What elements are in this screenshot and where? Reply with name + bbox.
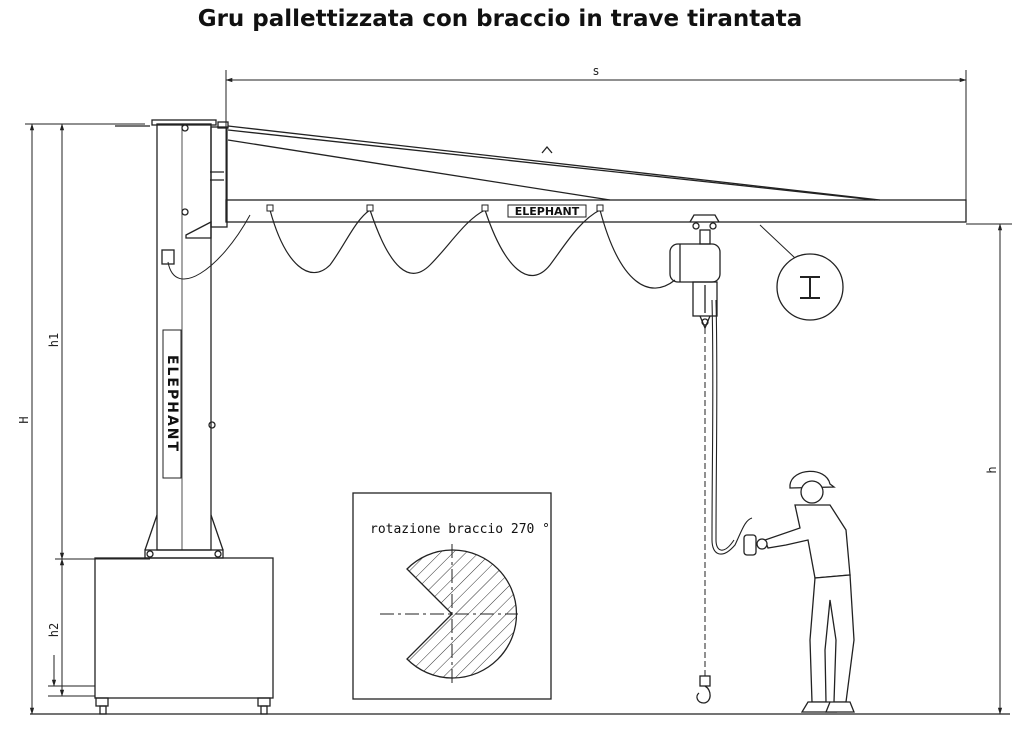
ibeam-section-callout	[776, 253, 844, 321]
dimension-h	[966, 223, 1012, 715]
dimension-h2	[48, 558, 95, 697]
rotation-pie	[380, 544, 518, 684]
electric-hoist	[669, 214, 721, 330]
crane-column	[115, 119, 229, 551]
ibeam-section-icon	[800, 276, 820, 299]
dimension-h-label: h	[985, 466, 999, 473]
pendant-cable	[711, 299, 753, 555]
dimension-h1-label: h1	[47, 333, 61, 347]
diagram-title: Gru pallettizzata con braccio in trave t…	[197, 6, 803, 32]
column-brand-plate	[162, 329, 182, 479]
dimension-s-label: s	[592, 64, 599, 78]
beam-brand-label: ELEPHANT	[515, 205, 580, 218]
dimension-s	[225, 70, 967, 205]
pendant-cable-2	[715, 299, 735, 551]
rotation-caption: rotazione braccio 270 °	[370, 522, 550, 537]
dimension-H	[25, 123, 145, 715]
section-leader	[759, 224, 796, 259]
dimension-h1	[55, 123, 150, 560]
dimension-H-label: H	[17, 416, 31, 423]
jib-arm	[225, 125, 967, 223]
ballast-base	[94, 549, 274, 715]
beam-brand-plate	[507, 204, 587, 218]
cable-clips	[266, 204, 604, 212]
operator-figure	[743, 470, 855, 713]
hoist-hook	[696, 675, 711, 704]
column-brand-label: ELEPHANT	[164, 355, 180, 453]
column-cable	[167, 214, 251, 280]
dimension-h2-label: h2	[47, 623, 61, 637]
